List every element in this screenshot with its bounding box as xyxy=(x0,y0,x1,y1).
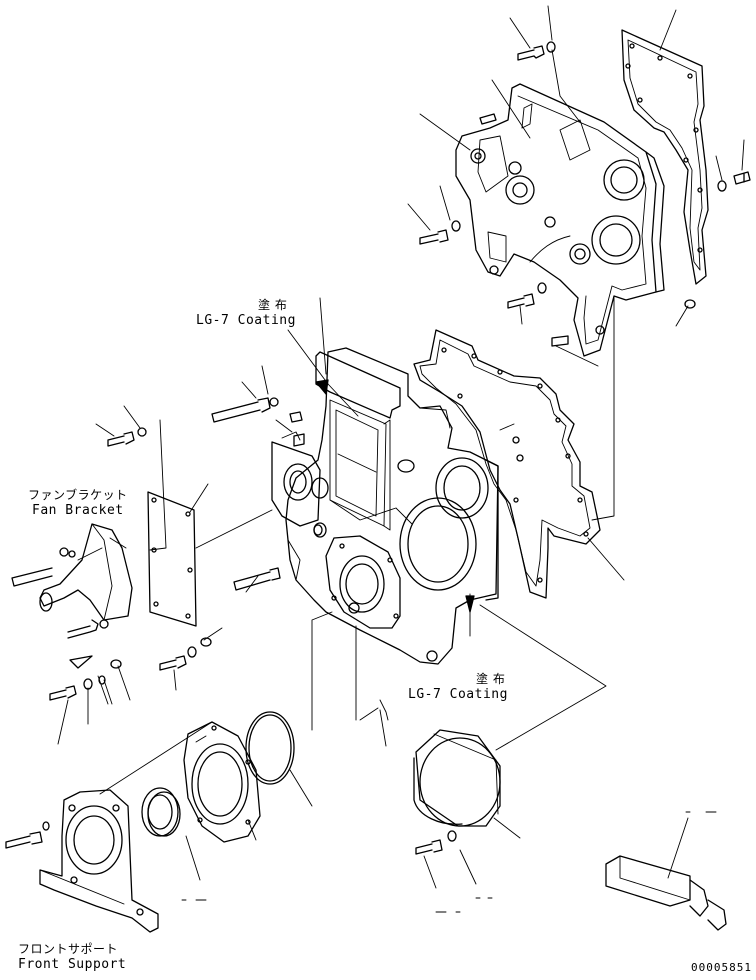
oil-seal-cover-left xyxy=(271,411,321,527)
front-support-label-en: Front Support xyxy=(18,957,127,972)
fan-bracket-label-jp: ファンブラケット xyxy=(28,488,128,502)
top-timing-cover xyxy=(455,83,665,357)
seal-housing xyxy=(183,721,261,843)
coating-arrow-top xyxy=(315,379,329,395)
fan-bracket xyxy=(39,523,133,621)
front-support xyxy=(5,789,159,933)
coating-arrow-bottom xyxy=(465,595,475,613)
top-leaders xyxy=(407,5,745,521)
top-gasket xyxy=(621,29,709,285)
fan-bracket-label-en: Fan Bracket xyxy=(32,503,124,518)
fan-bracket-gasket xyxy=(147,491,197,627)
end-cap xyxy=(413,729,501,855)
front-support-label-jp: フロントサポート xyxy=(18,942,119,956)
main-front-cover xyxy=(285,347,524,665)
adapter-shaft xyxy=(605,855,727,931)
o-ring xyxy=(245,711,295,785)
top-bolts xyxy=(419,41,751,347)
middle-gasket xyxy=(413,329,601,599)
coating-top-jp: 塗 布 xyxy=(258,298,288,312)
left-bolts xyxy=(11,397,323,701)
drawing-code: 00005851 xyxy=(691,961,752,974)
coating-bottom-en: LG-7 Coating xyxy=(408,687,508,702)
seal-retainer xyxy=(325,535,401,629)
coating-bottom-jp: 塗 布 xyxy=(476,672,506,686)
coating-top-en: LG-7 Coating xyxy=(196,313,296,328)
oil-seal-bottom xyxy=(141,787,181,837)
lower-leaders xyxy=(57,297,717,913)
